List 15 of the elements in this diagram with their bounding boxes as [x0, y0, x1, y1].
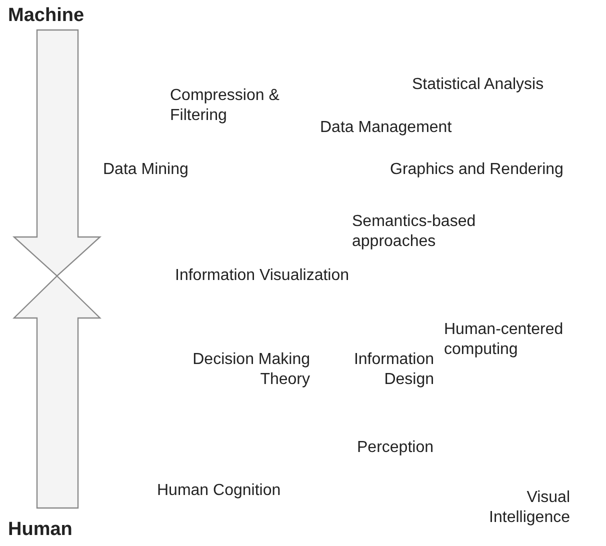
topic-label: Visual Intelligence	[488, 488, 570, 528]
topic-label: Compression & Filtering	[170, 86, 280, 126]
topic-label: Human Cognition	[157, 481, 281, 501]
topic-label: Data Management	[320, 118, 452, 138]
topic-label: Perception	[357, 438, 434, 458]
topic-label: Statistical Analysis	[412, 75, 544, 95]
topic-label: Graphics and Rendering	[390, 160, 564, 180]
axis-label: Machine	[8, 6, 84, 26]
topic-label: Human-centered computing	[444, 320, 564, 360]
axis-label: Human	[8, 520, 72, 540]
topic-label: Data Mining	[103, 160, 188, 180]
topic-label: Information Design	[352, 350, 434, 390]
topic-label: Decision Making Theory	[192, 350, 310, 390]
topic-label: Semantics-based approaches	[352, 212, 477, 252]
topic-label: Information Visualization	[175, 266, 350, 286]
